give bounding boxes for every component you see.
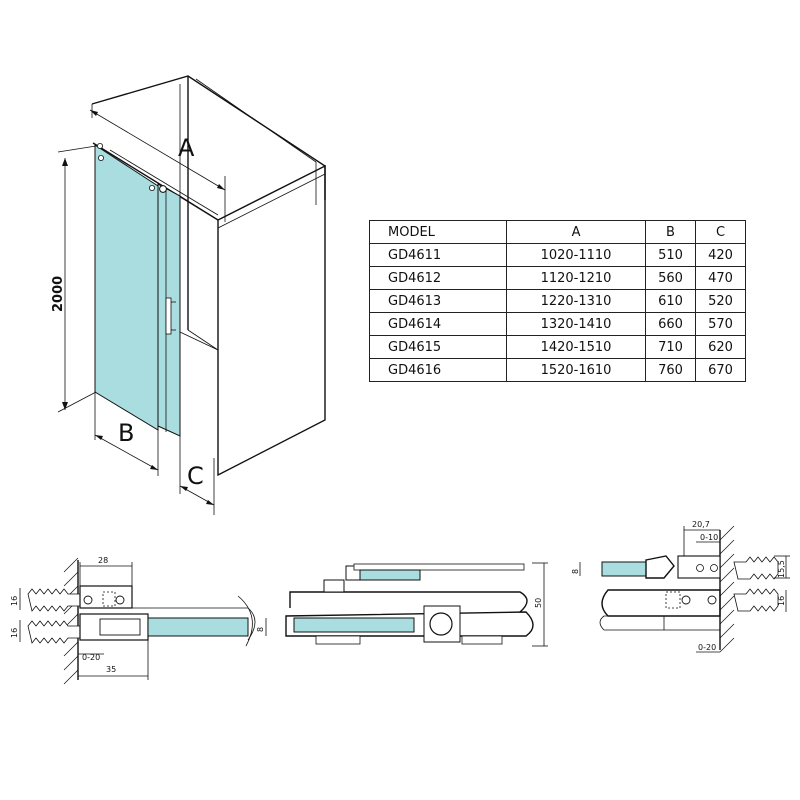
dimension-label-c: C — [187, 462, 204, 490]
cell-c: 470 — [695, 266, 746, 290]
dim-15-5: 15,5 — [777, 560, 786, 578]
wall-anchor-right-top — [733, 556, 779, 580]
dimension-label-height: 2000 — [51, 276, 66, 312]
table-row: GD4612 1120-1210 560 470 — [369, 266, 746, 290]
table-row: GD4614 1320-1410 660 570 — [369, 312, 746, 336]
wall-anchor-right-bottom — [733, 588, 779, 612]
cell-c: 420 — [695, 243, 746, 267]
detail-right-wall-profile: 20,7 0-10 8 15,5 16 0-20 — [571, 520, 790, 653]
table-row: GD4611 1020-1110 510 420 — [369, 243, 746, 267]
dim-16-bottom: 16 — [10, 628, 19, 638]
dim-16-right: 16 — [777, 596, 786, 606]
glass-section-right — [601, 561, 647, 577]
header-a: A — [505, 220, 647, 244]
cell-model: GD4615 — [369, 335, 507, 359]
dim-16-top: 16 — [10, 596, 19, 606]
header-model: MODEL — [369, 220, 507, 244]
cell-a: 1320-1410 — [505, 312, 647, 336]
cell-a: 1120-1210 — [505, 266, 647, 290]
cell-model: GD4613 — [369, 289, 507, 313]
door-handle — [165, 297, 172, 335]
table-row: GD4613 1220-1310 610 520 — [369, 289, 746, 313]
dim-0-20-right: 0-20 — [698, 643, 716, 652]
wall-anchor-bottom — [27, 620, 81, 644]
cell-a: 1220-1310 — [505, 289, 647, 313]
cell-c: 520 — [695, 289, 746, 313]
cell-c: 570 — [695, 312, 746, 336]
dim-50: 50 — [534, 598, 543, 608]
dim-0-10: 0-10 — [700, 533, 718, 542]
dim-8-left: 8 — [256, 627, 265, 632]
dimension-label-b: B — [118, 419, 134, 447]
cell-c: 670 — [695, 358, 746, 382]
shower-3d-view: A B C 2000 — [51, 75, 326, 515]
table-row: GD4616 1520-1610 760 670 — [369, 358, 746, 382]
cell-model: GD4614 — [369, 312, 507, 336]
dimension-label-a: A — [178, 134, 195, 162]
cell-b: 560 — [645, 266, 696, 290]
glass-section-left — [147, 617, 249, 637]
cell-b: 710 — [645, 335, 696, 359]
header-c: C — [695, 220, 746, 244]
dim-28: 28 — [98, 556, 108, 565]
detail-left-wall-profile: 28 16 16 0-20 35 8 — [10, 556, 267, 685]
cell-b: 510 — [645, 243, 696, 267]
cell-b: 610 — [645, 289, 696, 313]
table-row: GD4615 1420-1510 710 620 — [369, 335, 746, 359]
header-b: B — [645, 220, 696, 244]
detail-middle-section: 50 — [285, 562, 548, 647]
glass-section-middle-top — [359, 569, 421, 581]
model-dimensions-table: MODEL A B C GD4611 1020-1110 510 420 GD4… — [369, 220, 746, 382]
dim-35: 35 — [106, 665, 116, 674]
dim-0-20-left: 0-20 — [82, 653, 100, 662]
cell-c: 620 — [695, 335, 746, 359]
table-header-row: MODEL A B C — [369, 220, 746, 244]
cell-model: GD4611 — [369, 243, 507, 267]
dim-20-7: 20,7 — [692, 520, 710, 529]
cell-b: 760 — [645, 358, 696, 382]
cell-b: 660 — [645, 312, 696, 336]
wall-anchor-top — [27, 588, 81, 612]
cell-a: 1420-1510 — [505, 335, 647, 359]
glass-section-middle — [293, 617, 415, 633]
cell-a: 1020-1110 — [505, 243, 647, 267]
fixed-glass-panel — [94, 144, 159, 431]
cell-model: GD4616 — [369, 358, 507, 382]
cell-a: 1520-1610 — [505, 358, 647, 382]
dim-8-right: 8 — [571, 569, 580, 574]
cell-model: GD4612 — [369, 266, 507, 290]
